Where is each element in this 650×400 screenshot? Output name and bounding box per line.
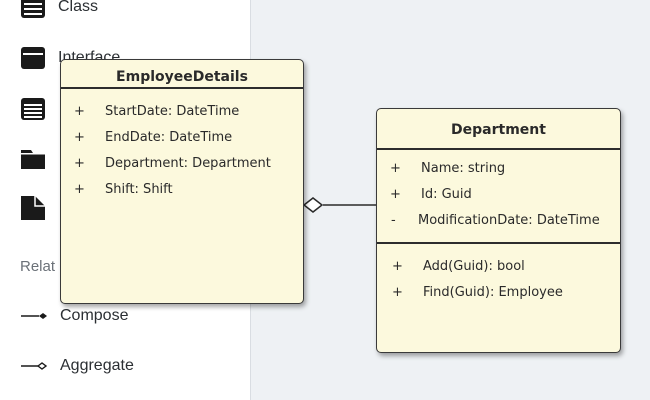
aggregation-diamond-icon xyxy=(302,197,324,213)
visibility-marker: + xyxy=(390,161,401,176)
visibility-marker: + xyxy=(74,130,85,145)
enum-icon xyxy=(20,96,46,122)
attribute-text: Department: Department xyxy=(105,156,271,171)
tool-aggregate[interactable]: Aggregate xyxy=(20,356,134,376)
attribute-row[interactable]: + Id: Guid xyxy=(377,182,620,208)
interface-icon xyxy=(20,45,46,71)
attribute-text: Name: string xyxy=(421,161,506,176)
class-box-department[interactable]: Department + Name: string + Id: Guid - M… xyxy=(376,108,621,353)
visibility-marker: + xyxy=(390,187,401,202)
tool-package[interactable] xyxy=(20,145,58,171)
attribute-row[interactable]: + Shift: Shift xyxy=(61,177,303,203)
visibility-marker: + xyxy=(392,285,403,300)
class-box-employee-details[interactable]: EmployeeDetails + StartDate: DateTime + … xyxy=(60,59,304,304)
operation-row[interactable]: + Find(Guid): Employee xyxy=(377,280,620,306)
relations-section-label: Relat xyxy=(20,258,56,275)
tool-aggregate-label: Aggregate xyxy=(60,357,134,374)
class-title-department: Department xyxy=(377,109,620,150)
attribute-row[interactable]: + StartDate: DateTime xyxy=(61,99,303,125)
attribute-text: StartDate: DateTime xyxy=(105,104,240,119)
visibility-marker: + xyxy=(74,182,85,197)
tool-compose-label: Compose xyxy=(60,307,129,324)
class-title-employee-details: EmployeeDetails xyxy=(61,60,303,89)
attribute-row[interactable]: - ModificationDate: DateTime xyxy=(377,208,620,234)
attribute-text: ModificationDate: DateTime xyxy=(418,213,600,228)
attribute-text: Id: Guid xyxy=(421,187,472,202)
package-icon xyxy=(20,145,46,171)
aggregate-arrow-icon xyxy=(20,356,48,376)
operation-row[interactable]: + Add(Guid): bool xyxy=(377,254,620,280)
class-icon xyxy=(20,0,46,20)
attribute-row[interactable]: + EndDate: DateTime xyxy=(61,125,303,151)
attribute-text: EndDate: DateTime xyxy=(105,130,233,145)
tool-class[interactable]: Class xyxy=(20,0,98,20)
operation-text: Find(Guid): Employee xyxy=(423,285,563,300)
tool-note[interactable] xyxy=(20,195,58,221)
attribute-text: Shift: Shift xyxy=(105,182,173,197)
visibility-marker: + xyxy=(74,156,85,171)
attributes-section: + Name: string + Id: Guid - Modification… xyxy=(377,150,620,242)
operation-text: Add(Guid): bool xyxy=(423,259,525,274)
attribute-row[interactable]: + Department: Department xyxy=(61,151,303,177)
visibility-marker: - xyxy=(391,213,396,228)
tool-class-label: Class xyxy=(58,0,99,15)
attribute-row[interactable]: + Name: string xyxy=(377,156,620,182)
note-icon xyxy=(20,195,46,221)
visibility-marker: + xyxy=(392,259,403,274)
visibility-marker: + xyxy=(74,104,85,119)
attributes-section: + StartDate: DateTime + EndDate: DateTim… xyxy=(61,89,303,203)
tool-enum[interactable] xyxy=(20,96,58,122)
tool-compose[interactable]: Compose xyxy=(20,306,128,326)
compose-arrow-icon xyxy=(20,306,48,326)
operations-section: + Add(Guid): bool + Find(Guid): Employee xyxy=(377,242,620,306)
